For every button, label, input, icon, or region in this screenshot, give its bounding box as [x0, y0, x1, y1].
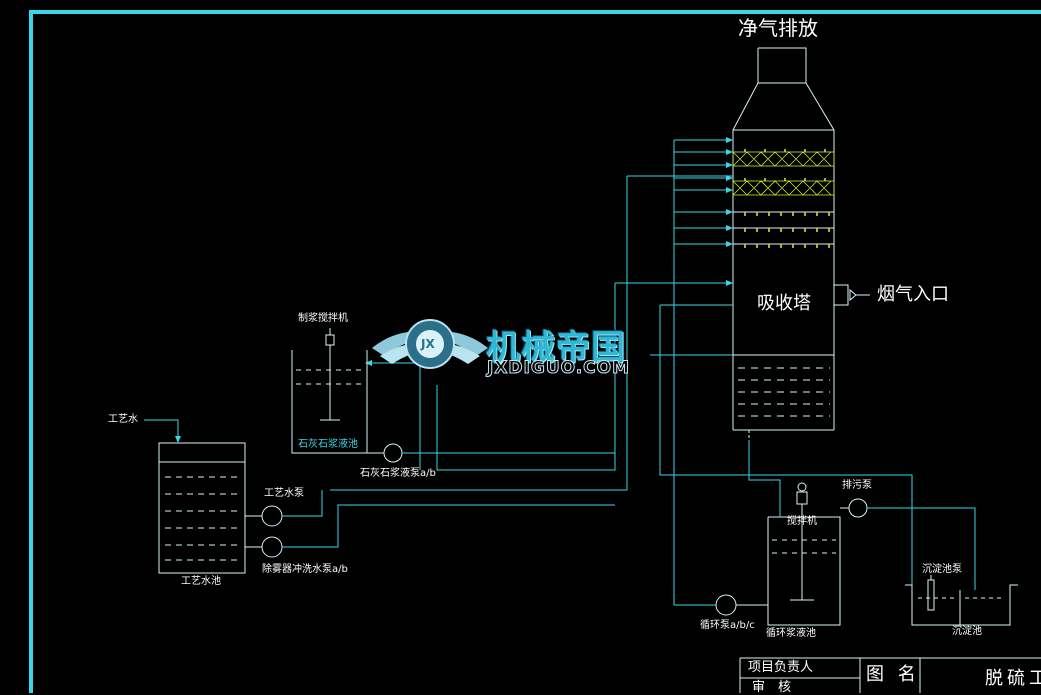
spray-nozzles — [744, 149, 830, 248]
label-mist-eliminator-pump: 除雾器冲洗水泵a/b — [262, 564, 348, 575]
process-water-tank — [158, 442, 246, 574]
drawing-frame — [29, 10, 1041, 693]
circulation-tank — [767, 516, 841, 626]
label-process-water: 工艺水 — [108, 414, 138, 425]
label-limestone-pump: 石灰石浆液泵a/b — [360, 468, 436, 479]
limestone-tank — [291, 350, 368, 454]
circulation-pump-symbol — [715, 594, 737, 616]
label-agitator: 搅拌机 — [787, 516, 817, 527]
title-block-review: 审 核 — [752, 680, 792, 695]
watermark-title: 机械帝国 — [486, 328, 626, 368]
label-discharge-pump: 排污泵 — [842, 480, 872, 491]
settling-pump-symbol — [927, 575, 935, 611]
label-process-water-tank: 工艺水池 — [181, 576, 221, 587]
title-block-drawing-name-label: 图 名 — [866, 664, 920, 685]
absorber-tower — [732, 47, 849, 431]
process-water-pump-symbol — [261, 505, 283, 527]
label-process-water-pump: 工艺水泵 — [264, 488, 304, 499]
title-block — [739, 657, 1041, 693]
label-circulation-tank: 循环浆液池 — [766, 628, 816, 639]
flue-gas-arrow — [849, 288, 870, 302]
arrow-heads — [175, 137, 733, 443]
mist-eliminator-pump-symbol — [261, 536, 283, 558]
slurry-agitator — [320, 328, 340, 421]
limestone-pump-symbol — [383, 443, 403, 463]
label-slurry-agitator: 制浆搅拌机 — [298, 313, 348, 324]
label-absorber: 吸收塔 — [757, 293, 811, 314]
watermark-url: JXDIGUO.COM — [486, 358, 631, 379]
label-clean-gas-outlet: 净气排放 — [738, 16, 818, 40]
label-circulation-pump: 循环泵a/b/c — [700, 620, 755, 631]
title-block-drawing-name: 脱硫工 — [985, 668, 1041, 689]
circulation-agitator — [790, 482, 814, 601]
spray-headers — [733, 211, 834, 245]
mist-eliminator-layer-1 — [732, 151, 835, 167]
watermark-badge: JX — [421, 337, 435, 351]
mist-eliminator-layer-2 — [732, 180, 835, 196]
watermark-emblem — [372, 319, 488, 369]
label-limestone-tank: 石灰石浆液池 — [298, 439, 358, 450]
settling-tank — [905, 584, 1018, 626]
label-flue-gas-inlet: 烟气入口 — [877, 284, 949, 305]
absorber-sump-level — [738, 367, 830, 417]
label-settling-pump: 沉淀池泵 — [922, 564, 962, 575]
discharge-pump-symbol — [848, 498, 868, 518]
title-block-project-lead: 项目负责人 — [748, 660, 814, 675]
label-settling-tank: 沉淀池 — [952, 626, 982, 637]
tower-feed-lines — [330, 139, 913, 605]
